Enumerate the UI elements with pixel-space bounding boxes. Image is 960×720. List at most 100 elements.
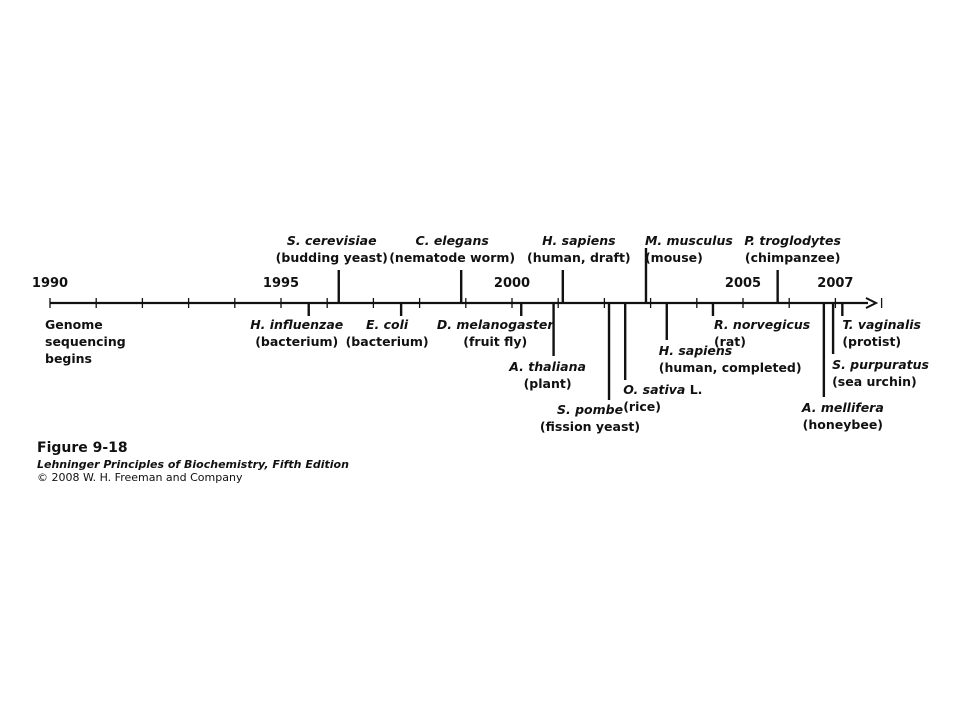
- event-text: sequencing: [45, 334, 126, 349]
- event-text: (chimpanzee): [745, 250, 841, 265]
- species-name: A. thaliana: [508, 359, 586, 374]
- event-text: (fission yeast): [540, 419, 640, 434]
- species-name: H. sapiens: [659, 343, 733, 358]
- species-name: A. mellifera: [801, 400, 884, 415]
- event-label-line: (chimpanzee): [745, 250, 841, 265]
- event-label-line: (budding yeast): [276, 250, 388, 265]
- event-label-line: S. purpuratus: [832, 357, 929, 372]
- event-label-line: (bacterium): [346, 334, 429, 349]
- event-c-elegans: C. elegans (nematode worm): [389, 233, 515, 303]
- species-name: H. influenzae: [250, 317, 343, 332]
- event-label-line: C. elegans: [416, 233, 489, 248]
- species-name: O. sativa: [623, 382, 685, 397]
- event-text: Genome: [45, 317, 103, 332]
- event-text: (rat): [714, 334, 746, 349]
- species-name: S. purpuratus: [832, 357, 929, 372]
- event-label-line: (sea urchin): [832, 374, 917, 389]
- event-label-line: H. sapiens: [542, 233, 616, 248]
- event-s-pombe: S. pombe (fission yeast): [540, 303, 640, 434]
- event-p-troglodytes: P. troglodytes (chimpanzee): [744, 233, 841, 303]
- year-label: 1990: [32, 276, 68, 291]
- event-label-line: begins: [45, 351, 92, 366]
- event-text: (fruit fly): [463, 334, 527, 349]
- event-text: (bacterium): [255, 334, 338, 349]
- event-h-sapiens-completed: H. sapiens (human, completed): [659, 303, 802, 375]
- event-label-line: R. norvegicus: [714, 317, 810, 332]
- event-label-line: O. sativa L.: [623, 382, 702, 397]
- event-text: (budding yeast): [276, 250, 388, 265]
- event-label-line: (rat): [714, 334, 746, 349]
- species-name: S. pombe: [557, 402, 623, 417]
- event-text: (protist): [842, 334, 901, 349]
- event-text: L.: [685, 382, 702, 397]
- event-e-coli: E. coli (bacterium): [346, 303, 429, 349]
- event-label-line: S. pombe: [557, 402, 623, 417]
- event-a-thaliana: A. thaliana (plant): [508, 303, 586, 391]
- species-name: R. norvegicus: [714, 317, 810, 332]
- event-label-line: P. troglodytes: [744, 233, 841, 248]
- event-label-line: A. thaliana: [508, 359, 586, 374]
- event-text: (sea urchin): [832, 374, 917, 389]
- event-text: (human, completed): [659, 360, 802, 375]
- event-text: begins: [45, 351, 92, 366]
- event-label-line: T. vaginalis: [842, 317, 921, 332]
- event-label-line: S. cerevisiae: [287, 233, 377, 248]
- species-name: P. troglodytes: [744, 233, 841, 248]
- year-label: 1995: [263, 276, 299, 291]
- event-h-sapiens-draft: H. sapiens (human, draft): [527, 233, 631, 303]
- event-label-line: (rice): [623, 399, 661, 414]
- event-s-cerevisiae: S. cerevisiae (budding yeast): [276, 233, 388, 303]
- event-label-line: (honeybee): [803, 417, 883, 432]
- event-label-line: H. influenzae: [250, 317, 343, 332]
- timeline-axis: 1990 1995 2000 2005 2007: [32, 276, 883, 309]
- event-a-mellifera: A. mellifera (honeybee): [801, 303, 884, 432]
- event-s-purpuratus: S. purpuratus (sea urchin): [831, 303, 929, 389]
- event-r-norvegicus: R. norvegicus (rat): [711, 303, 810, 349]
- year-label: 2000: [494, 276, 530, 291]
- species-name: T. vaginalis: [842, 317, 921, 332]
- species-name: H. sapiens: [542, 233, 616, 248]
- event-label-line: D. melanogaster: [437, 317, 554, 332]
- year-label: 2007: [817, 276, 853, 291]
- event-label-line: A. mellifera: [801, 400, 884, 415]
- event-text: (human, draft): [527, 250, 631, 265]
- event-m-musculus: M. musculus (mouse): [644, 233, 733, 303]
- event-genome-sequencing-begins: Genome sequencing begins: [45, 317, 126, 366]
- year-label: 2005: [725, 276, 761, 291]
- event-text: (plant): [524, 376, 572, 391]
- book-title: Lehninger Principles of Biochemistry, Fi…: [37, 457, 349, 471]
- figure-caption: Figure 9-18 Lehninger Principles of Bioc…: [37, 440, 349, 485]
- event-label-line: (fruit fly): [463, 334, 527, 349]
- event-d-melanogaster: D. melanogaster (fruit fly): [437, 303, 554, 349]
- event-o-sativa: O. sativa L. (rice): [623, 303, 702, 414]
- event-label-line: (nematode worm): [389, 250, 515, 265]
- species-name: M. musculus: [645, 233, 733, 248]
- species-name: D. melanogaster: [437, 317, 554, 332]
- species-name: E. coli: [366, 317, 409, 332]
- event-label-line: (human, completed): [659, 360, 802, 375]
- event-text: (nematode worm): [389, 250, 515, 265]
- event-label-line: sequencing: [45, 334, 126, 349]
- event-label-line: (fission yeast): [540, 419, 640, 434]
- event-label-line: H. sapiens: [659, 343, 733, 358]
- event-label-line: (human, draft): [527, 250, 631, 265]
- event-t-vaginalis: T. vaginalis (protist): [841, 303, 921, 349]
- event-label-line: (bacterium): [255, 334, 338, 349]
- event-label-line: (mouse): [645, 250, 703, 265]
- event-label-line: (plant): [524, 376, 572, 391]
- axis-arrowhead: [865, 297, 879, 309]
- event-text: (rice): [623, 399, 661, 414]
- event-text: (honeybee): [803, 417, 883, 432]
- event-text: (bacterium): [346, 334, 429, 349]
- event-label-line: Genome: [45, 317, 103, 332]
- figure-number: Figure 9-18: [37, 440, 128, 456]
- event-label-line: M. musculus: [645, 233, 733, 248]
- event-label-line: (protist): [842, 334, 901, 349]
- event-text: (mouse): [645, 250, 703, 265]
- species-name: C. elegans: [416, 233, 489, 248]
- event-label-line: E. coli: [366, 317, 409, 332]
- copyright-line: © 2008 W. H. Freeman and Company: [37, 471, 243, 485]
- event-h-influenzae: H. influenzae (bacterium): [250, 303, 343, 349]
